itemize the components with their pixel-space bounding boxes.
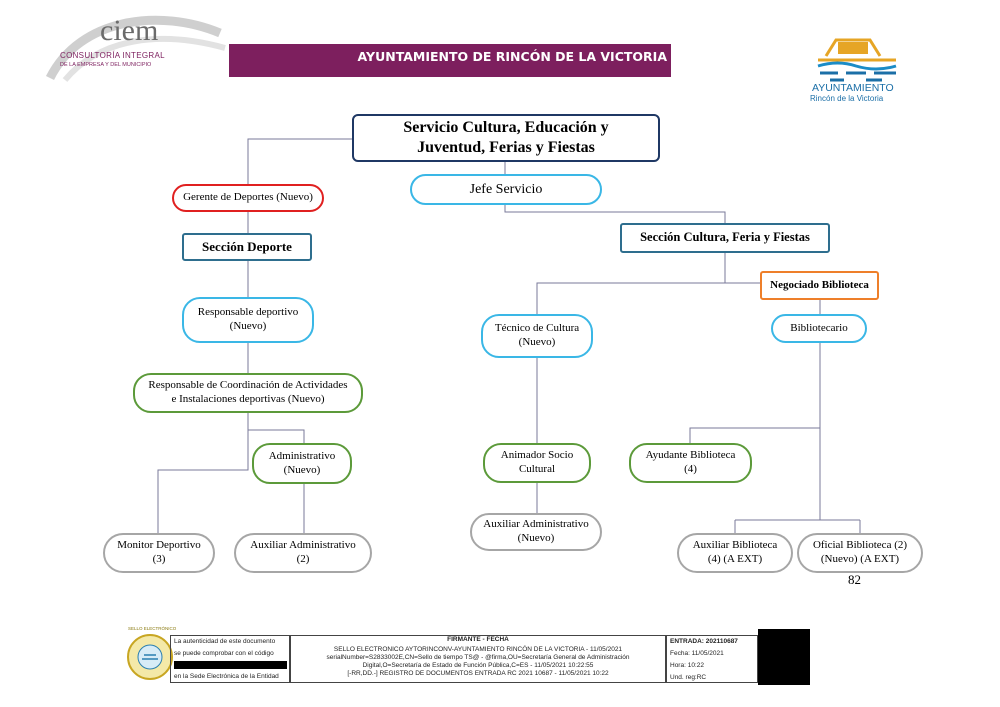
firmante-line2: serialNumber=S2833002E,CN=Sello de tiemp… [326,654,630,661]
node-bibliotecario-label: Bibliotecario [790,321,848,334]
node-monitor-deportivo-line2: (3) [152,553,166,565]
seal-caption: SELLO ELECTRÓNICO [128,626,177,631]
node-responsable-coordinacion-line2: e Instalaciones deportivas (Nuevo) [171,393,325,405]
node-auxiliar-biblioteca: Auxiliar Biblioteca (4) (A EXT) [677,533,793,573]
node-administrativo: Administrativo (Nuevo) [252,443,352,484]
sede-seal-icon [127,634,173,680]
node-bibliotecario: Bibliotecario [771,314,867,343]
firmante-line3: Digital,O=Secretaría de Estado de Funció… [362,662,594,669]
node-oficial-biblioteca: Oficial Biblioteca (2) (Nuevo) (A EXT) [797,533,923,573]
node-oficial-biblioteca-line2: (Nuevo) (A EXT) [820,553,900,565]
node-tecnico-cultura-line2: (Nuevo) [518,336,556,348]
node-seccion-cultura-label: Sección Cultura, Feria y Fiestas [640,230,810,245]
firmante-line4: [-RR,DD.-] REGISTRO DE DOCUMENTOS ENTRAD… [347,670,609,677]
node-auxiliar-admin-cultura: Auxiliar Administrativo (Nuevo) [470,513,602,551]
entrada-und: Und. reg:RC [670,674,707,681]
node-responsable-deportivo-line2: (Nuevo) [229,320,267,332]
ciem-logo-line1: CONSULTORÍA INTEGRAL [60,51,165,60]
banner-title: AYUNTAMIENTO DE RINCÓN DE LA VICTORIA [357,49,667,64]
node-responsable-coordinacion-line1: Responsable de Coordinación de Actividad… [148,379,348,392]
node-animador-sociocultural-line1: Animador Socio [500,449,574,462]
node-auxiliar-admin-cultura-line2: (Nuevo) [517,532,555,544]
node-administrativo-line1: Administrativo [268,449,336,462]
entrada-box: ENTRADA: 202110687 Fecha: 11/05/2021 Hor… [666,635,758,683]
ciem-logo: ciem CONSULTORÍA INTEGRAL DE LA EMPRESA … [40,8,230,83]
auth-line1: La autenticidad de este documento [174,638,276,645]
entrada-number: ENTRADA: 202110687 [670,638,738,645]
node-auxiliar-admin-cultura-line1: Auxiliar Administrativo [483,518,589,531]
node-auxiliar-admin-deporte: Auxiliar Administrativo (2) [234,533,372,573]
auth-line2: se puede comprobar con el código [174,650,274,657]
node-gerente-deportes: Gerente de Deportes (Nuevo) [172,184,324,212]
node-gerente-deportes-label: Gerente de Deportes (Nuevo) [183,191,313,204]
node-jefe-servicio-label: Jefe Servicio [469,181,543,197]
node-responsable-deportivo: Responsable deportivo (Nuevo) [182,297,314,343]
node-tecnico-cultura-line1: Técnico de Cultura [494,322,580,335]
node-servicio-cultura: Servicio Cultura, Educación y Juventud, … [352,114,660,162]
node-auxiliar-biblioteca-line1: Auxiliar Biblioteca [692,539,778,552]
firmante-header: FIRMANTE - FECHA [447,636,509,643]
node-negociado-biblioteca-label: Negociado Biblioteca [770,278,869,291]
castle-emblem-icon [817,38,897,82]
node-animador-sociocultural-line2: Cultural [518,463,556,475]
ayuntamiento-logo-line1: AYUNTAMIENTO [812,82,894,94]
node-servicio-cultura-line2: Juventud, Ferias y Fiestas [417,139,595,156]
node-animador-sociocultural: Animador Socio Cultural [483,443,591,483]
node-seccion-cultura: Sección Cultura, Feria y Fiestas [620,223,830,253]
auth-code-redacted [174,661,287,669]
ciem-logo-swoosh [45,15,226,82]
node-auxiliar-admin-deporte-line2: (2) [296,553,310,565]
node-ayudante-biblioteca-line1: Ayudante Biblioteca [645,449,736,462]
node-responsable-deportivo-line1: Responsable deportivo [197,306,299,319]
firmante-box: FIRMANTE - FECHA SELLO ELECTRONICO AYTOR… [290,635,666,683]
ayuntamiento-logo: AYUNTAMIENTO Rincón de la Victoria [808,30,908,110]
node-administrativo-line2: (Nuevo) [283,463,321,476]
node-servicio-cultura-line1: Servicio Cultura, Educación y [403,119,609,136]
ciem-logo-line2: DE LA EMPRESA Y DEL MUNICIPIO [60,62,152,68]
node-tecnico-cultura: Técnico de Cultura (Nuevo) [481,314,593,358]
qr-code-redacted [758,629,810,685]
banner: AYUNTAMIENTO DE RINCÓN DE LA VICTORIA [229,44,671,77]
node-responsable-coordinacion: Responsable de Coordinación de Actividad… [133,373,363,413]
node-monitor-deportivo: Monitor Deportivo (3) [103,533,215,573]
node-seccion-deporte: Sección Deporte [182,233,312,261]
node-auxiliar-admin-deporte-line1: Auxiliar Administrativo [250,539,356,552]
auth-box: La autenticidad de este documento se pue… [170,635,290,683]
node-jefe-servicio: Jefe Servicio [410,174,602,205]
ayuntamiento-logo-line2: Rincón de la Victoria [810,94,884,103]
entrada-fecha: Fecha: 11/05/2021 [670,650,724,657]
node-monitor-deportivo-line1: Monitor Deportivo [117,539,201,552]
auth-line3: en la Sede Electrónica de la Entidad [174,673,279,680]
page-number: 82 [848,572,861,587]
node-negociado-biblioteca: Negociado Biblioteca [760,271,879,300]
entrada-hora: Hora: 10:22 [670,662,704,669]
firmante-line1: SELLO ELECTRONICO AYTORINCONV-AYUNTAMIEN… [333,646,623,653]
node-seccion-deporte-label: Sección Deporte [202,238,292,254]
node-oficial-biblioteca-line1: Oficial Biblioteca (2) [812,539,908,552]
node-ayudante-biblioteca-line2: (4) [684,463,697,475]
footer-signature-block: SELLO ELECTRÓNICO La autenticidad de est… [126,626,810,685]
node-ayudante-biblioteca: Ayudante Biblioteca (4) [629,443,752,483]
ciem-logo-text: ciem [100,14,159,47]
node-auxiliar-biblioteca-line2: (4) (A EXT) [707,553,763,565]
